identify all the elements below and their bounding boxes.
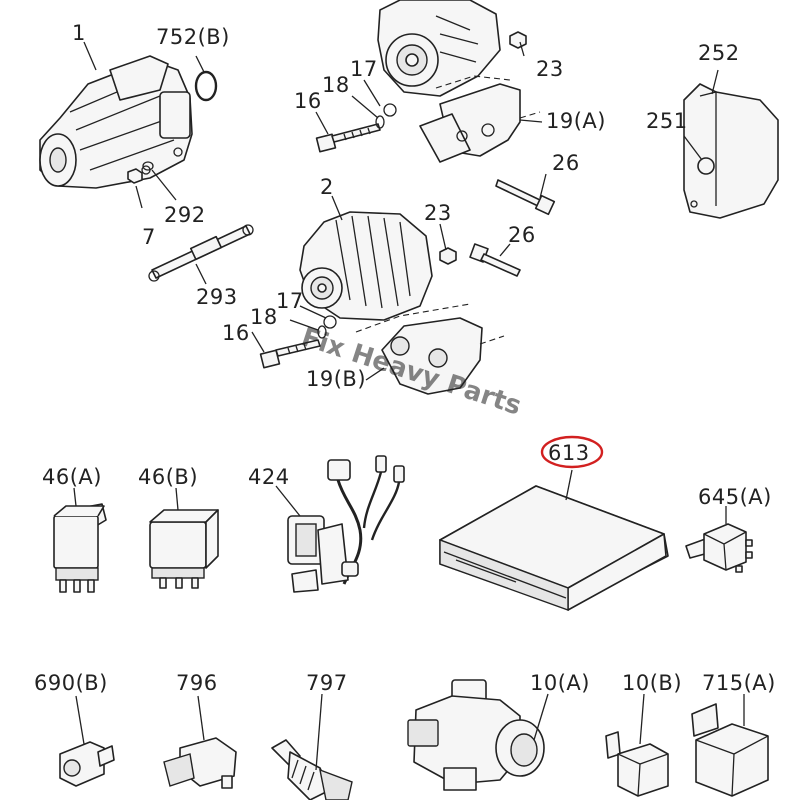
- nut-7[interactable]: [127, 168, 143, 209]
- starter-motor[interactable]: [39, 55, 193, 189]
- o-ring-752b[interactable]: [194, 70, 218, 102]
- nut-23b[interactable]: [439, 247, 457, 265]
- callout-613: 613: [548, 441, 590, 465]
- relay-715a[interactable]: [691, 703, 769, 797]
- sensor-797[interactable]: [271, 739, 353, 800]
- callout-18b: 18: [250, 305, 278, 329]
- callout-10b: 10(B): [622, 671, 682, 695]
- sensor-690b[interactable]: [59, 741, 115, 787]
- alternator-top[interactable]: [377, 0, 501, 97]
- relay-46b[interactable]: [149, 509, 219, 589]
- callout-26a: 26: [552, 151, 580, 175]
- callout-7: 7: [142, 225, 156, 249]
- bolt-16a[interactable]: [315, 123, 381, 153]
- callout-18a: 18: [322, 73, 350, 97]
- washer-18b[interactable]: [317, 325, 327, 339]
- callout-424: 424: [248, 465, 290, 489]
- sensor-796[interactable]: [163, 737, 237, 789]
- callout-19a: 19(A): [546, 109, 606, 133]
- ecu-613[interactable]: [439, 485, 669, 770]
- callout-645a: 645(A): [698, 485, 772, 509]
- bolt-16b[interactable]: [259, 339, 321, 369]
- callout-46b: 46(B): [138, 465, 198, 489]
- callout-293: 293: [196, 285, 238, 309]
- callout-715a: 715(A): [702, 671, 776, 695]
- callout-19b: 19(B): [306, 367, 366, 391]
- nut-23a[interactable]: [509, 31, 527, 49]
- callout-613-highlight: [540, 435, 604, 469]
- washer-18a[interactable]: [375, 115, 385, 129]
- alternator-2[interactable]: [299, 211, 433, 321]
- bracket-19b[interactable]: [355, 303, 505, 395]
- bolt-26b[interactable]: [469, 243, 521, 277]
- callout-26b: 26: [508, 223, 536, 247]
- callout-752b: 752(B): [156, 25, 230, 49]
- callout-1: 1: [72, 21, 86, 45]
- callout-17a: 17: [350, 57, 378, 81]
- callout-16a: 16: [294, 89, 322, 113]
- relay-645a[interactable]: [685, 523, 753, 573]
- switch-10a[interactable]: [407, 679, 545, 791]
- washer-292[interactable]: [142, 161, 177, 201]
- callout-10a: 10(A): [530, 671, 590, 695]
- rod-293[interactable]: [148, 224, 254, 282]
- bracket-19a[interactable]: [419, 75, 541, 163]
- callout-16b: 16: [222, 321, 250, 345]
- callout-46a: 46(A): [42, 465, 102, 489]
- bolt-26a[interactable]: [495, 179, 556, 216]
- callout-292: 292: [164, 203, 206, 227]
- harness-424[interactable]: [287, 455, 405, 593]
- callout-2: 2: [320, 175, 334, 199]
- callout-252: 252: [698, 41, 740, 65]
- part-10b[interactable]: [605, 731, 669, 797]
- callout-23b: 23: [424, 201, 452, 225]
- callout-251: 251: [646, 109, 688, 133]
- callout-690b: 690(B): [34, 671, 108, 695]
- washer-17b[interactable]: [323, 315, 337, 329]
- cover-252[interactable]: [683, 83, 779, 219]
- relay-46a[interactable]: [53, 503, 107, 593]
- callout-797: 797: [306, 671, 348, 695]
- callout-796: 796: [176, 671, 218, 695]
- callout-17b: 17: [276, 289, 304, 313]
- washer-17a[interactable]: [383, 103, 397, 117]
- callout-23a: 23: [536, 57, 564, 81]
